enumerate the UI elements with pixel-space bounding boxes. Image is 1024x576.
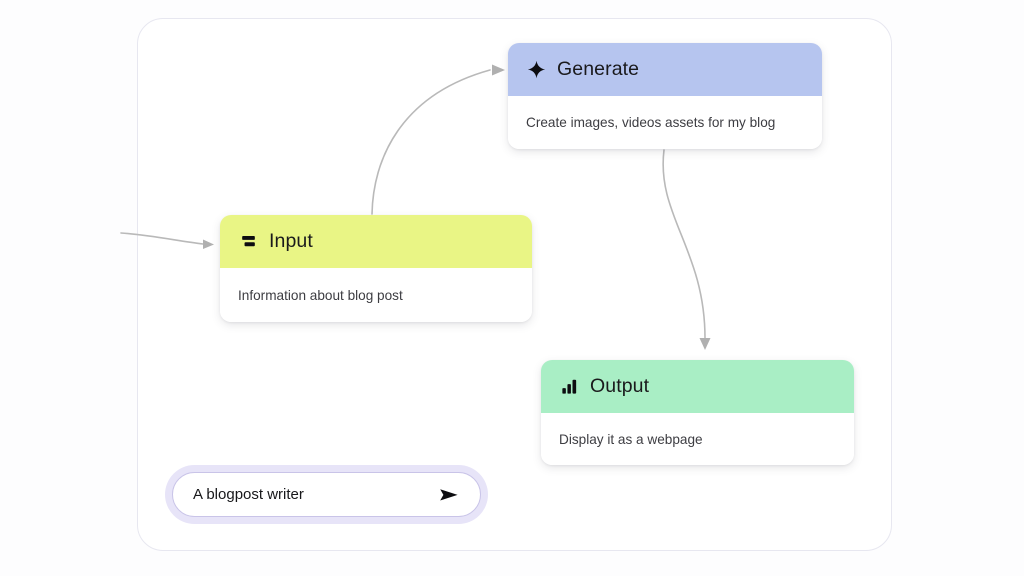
node-output-title: Output — [590, 375, 650, 397]
sparkle-icon — [526, 60, 546, 80]
node-output-header: Output — [541, 360, 854, 413]
bar-chart-icon — [559, 377, 579, 397]
node-generate[interactable]: Generate Create images, videos assets fo… — [508, 43, 822, 149]
node-input-title: Input — [269, 230, 313, 252]
send-arrow-icon[interactable] — [436, 482, 462, 508]
node-generate-title: Generate — [557, 58, 640, 80]
prompt-input-field[interactable]: A blogpost writer — [172, 472, 481, 517]
node-generate-header: Generate — [508, 43, 822, 96]
node-input-description: Information about blog post — [238, 287, 403, 303]
node-generate-description: Create images, videos assets for my blog — [526, 115, 776, 130]
node-input-body: Information about blog post — [220, 268, 532, 322]
node-input[interactable]: Input Information about blog post — [220, 215, 532, 322]
prompt-input-container[interactable]: A blogpost writer — [165, 465, 488, 524]
node-input-header: Input — [220, 215, 532, 268]
prompt-input-value[interactable]: A blogpost writer — [193, 486, 304, 503]
node-generate-body: Create images, videos assets for my blog — [508, 96, 822, 149]
stacked-bars-icon — [238, 232, 258, 252]
node-output[interactable]: Output Display it as a webpage — [541, 360, 854, 465]
node-output-body: Display it as a webpage — [541, 413, 854, 465]
node-output-description: Display it as a webpage — [559, 431, 703, 447]
